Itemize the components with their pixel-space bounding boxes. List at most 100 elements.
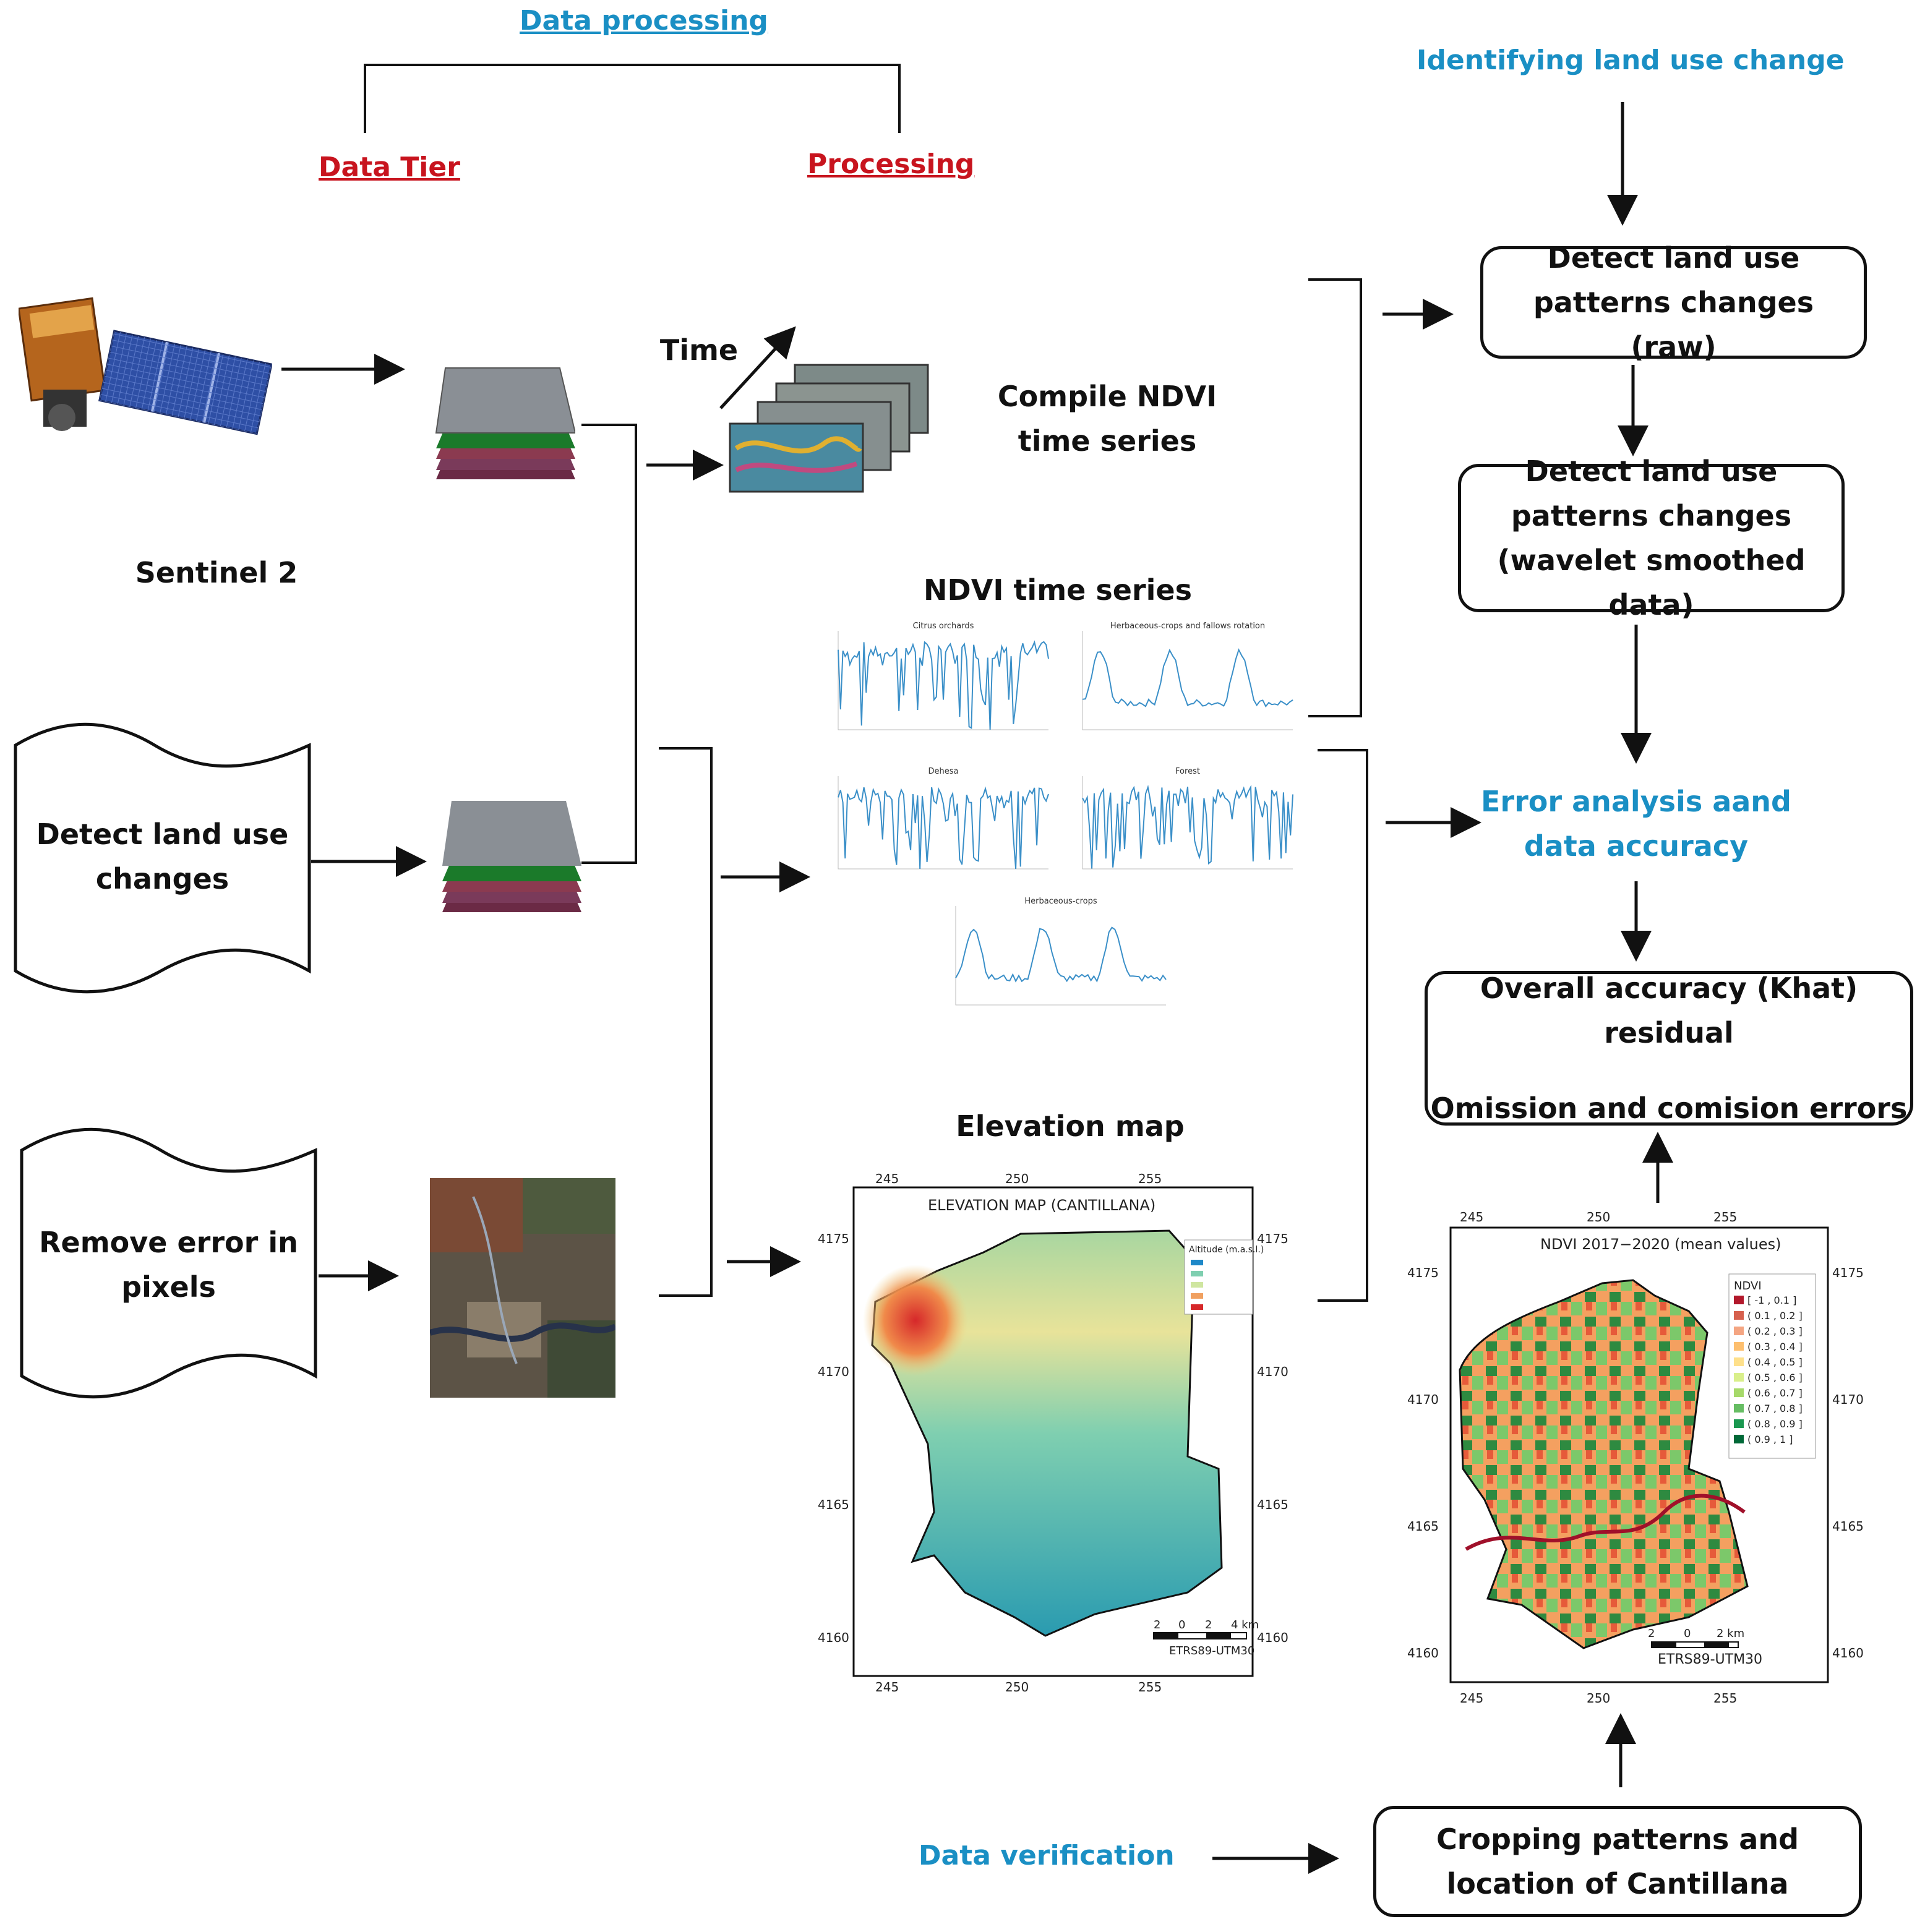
ndvi-legend-label: ( 0.2 , 0.3 ] <box>1747 1325 1803 1337</box>
ndvi-series-line <box>838 786 1049 870</box>
ndvi-legend-label: ( 0.7 , 0.8 ] <box>1747 1403 1803 1414</box>
elev-scale-tick-4: 4 km <box>1231 1618 1259 1631</box>
ndvi-legend-label: ( 0.4 , 0.5 ] <box>1747 1356 1803 1368</box>
accuracy-line-1: Overall accuracy (Khat) residual <box>1480 972 1858 1049</box>
stack-bracket <box>581 424 637 864</box>
ndvi-x-tick-bottom-1: 245 <box>1460 1691 1483 1706</box>
elev-x-tick-bottom-3: 255 <box>1138 1680 1162 1695</box>
elev-y-tick-left-3: 4165 <box>818 1497 849 1512</box>
time-label: Time <box>659 333 739 367</box>
elev-scale-tick-2: 0 <box>1178 1618 1185 1631</box>
ndvi-legend-label: ( 0.3 , 0.4 ] <box>1747 1341 1803 1353</box>
compile-bracket <box>1308 278 1362 717</box>
elev-y-tick-right-2: 4170 <box>1257 1364 1288 1379</box>
ndvi-x-tick-top-1: 245 <box>1460 1210 1483 1225</box>
elev-x-tick-top-1: 245 <box>875 1171 899 1186</box>
ndvi-panel-axes <box>1082 776 1293 870</box>
ndvi-legend-label: ( 0.5 , 0.6 ] <box>1747 1372 1803 1383</box>
ndvi-panel-axes <box>1082 631 1293 730</box>
header-identifying-land-use-change: Identifying land use change <box>1417 45 1845 76</box>
elevation-title: Elevation map <box>956 1109 1185 1143</box>
ndvi-legend-swatch <box>1734 1327 1744 1335</box>
image-bracket <box>659 747 713 1297</box>
ndvi-x-tick-bottom-2: 250 <box>1587 1691 1610 1706</box>
ndvi-y-tick-right-2: 4170 <box>1832 1392 1864 1407</box>
ndvi-panel-title: Herbaceous-crops and fallows rotation <box>1110 622 1265 631</box>
ndvi-legend: NDVI [ -1 , 0.1 ] ( 0.1 , 0.2 ] ( 0.2 , 0.… <box>1728 1273 1816 1459</box>
ndvi-series-line <box>955 926 1167 983</box>
satellite-label: Sentinel 2 <box>135 556 298 589</box>
ndvi-legend-swatch <box>1734 1342 1744 1351</box>
ndvi-series-line <box>1082 648 1293 708</box>
ndvi-y-tick-right-3: 4165 <box>1832 1519 1864 1534</box>
elev-y-tick-left-1: 4175 <box>818 1231 849 1246</box>
ndvi-y-tick-left-2: 4170 <box>1407 1392 1439 1407</box>
ndvi-legend-label: ( 0.8 , 0.9 ] <box>1747 1418 1803 1430</box>
ndvi-legend-label: ( 0.9 , 1 ] <box>1747 1434 1793 1445</box>
ndvi-scale-tick-2: 0 <box>1684 1627 1691 1640</box>
ndvi-panel-title: Dehesa <box>928 767 959 776</box>
ndvi-time-stack <box>729 364 929 493</box>
ndvi-panel-title: Herbaceous-crops <box>1024 897 1097 906</box>
ndvi-scale-tick-1: 2 <box>1648 1627 1655 1640</box>
ndvi-y-tick-right-4: 4160 <box>1832 1646 1864 1661</box>
ndvi-legend-swatch <box>1734 1296 1744 1304</box>
satellite-icon <box>19 297 272 435</box>
remove-error-text: Remove error in pixels <box>39 1226 298 1304</box>
ndvi-legend-swatch <box>1734 1311 1744 1320</box>
detect-raw-box: Detect land use patterns changes (raw) <box>1480 241 1867 364</box>
elev-scale-tick-3: 2 <box>1205 1618 1212 1631</box>
ndvi-x-tick-bottom-3: 255 <box>1713 1691 1737 1706</box>
ndvi-legend-title: NDVI <box>1734 1280 1762 1293</box>
ndvi-series-line <box>1082 784 1293 869</box>
header-data-processing: Data processing <box>520 5 768 36</box>
ndvi-series-line <box>838 640 1049 730</box>
detect-changes-text: Detect land use changes <box>36 818 289 895</box>
accuracy-box: Overall accuracy (Khat) residual Omissio… <box>1425 971 1913 1126</box>
data-processing-bracket <box>364 64 901 133</box>
elevation-bracket <box>1318 749 1368 1302</box>
ndvi-projection: ETRS89-UTM30 <box>1658 1652 1762 1667</box>
elev-scale-tick-1: 2 <box>1154 1618 1160 1631</box>
ndvi-legend-label: ( 0.6 , 0.7 ] <box>1747 1387 1803 1399</box>
ndvi-y-tick-left-4: 4160 <box>1407 1646 1439 1661</box>
elevation-map: ELEVATION MAP (CANTILLANA) 245 250 255 2… <box>818 1171 1288 1695</box>
ndvi-panel-axes <box>838 776 1048 870</box>
ndvi-scale-tick-3: 2 km <box>1717 1627 1744 1640</box>
ndvi-legend-label: ( 0.1 , 0.2 ] <box>1747 1310 1803 1322</box>
cropping-box: Cropping patterns and location of Cantil… <box>1373 1806 1862 1917</box>
ndvi-legend-swatch <box>1734 1435 1744 1443</box>
elev-x-tick-bottom-1: 245 <box>875 1680 899 1695</box>
remove-error-shape <box>20 1127 317 1399</box>
elev-y-tick-left-2: 4170 <box>818 1364 849 1379</box>
ndvi-legend-swatch <box>1734 1388 1744 1397</box>
sentinel-image <box>430 1178 615 1398</box>
elev-x-tick-top-2: 250 <box>1005 1171 1029 1186</box>
ndvi-y-tick-right-1: 4175 <box>1832 1265 1864 1280</box>
elevation-projection: ETRS89-UTM30 <box>1169 1644 1254 1657</box>
ndvi-legend-swatch <box>1734 1419 1744 1428</box>
elevation-map-title: ELEVATION MAP (CANTILLANA) <box>928 1197 1155 1214</box>
header-data-tier: Data Tier <box>319 152 460 183</box>
ndvi-legend-swatch <box>1734 1404 1744 1413</box>
ndvi-legend-swatch <box>1734 1357 1744 1366</box>
error-analysis-label: Error analysis aand data accuracy <box>1481 785 1791 863</box>
elev-x-tick-bottom-2: 250 <box>1005 1680 1029 1695</box>
ndvi-x-tick-top-2: 250 <box>1587 1210 1610 1225</box>
ndvi-legend-swatch <box>1734 1373 1744 1382</box>
header-data-verification: Data verification <box>919 1840 1175 1871</box>
ndvi-y-tick-left-1: 4175 <box>1407 1265 1439 1280</box>
image-stack-1 <box>435 367 575 479</box>
ndvi-panel-title: Citrus orchards <box>913 622 974 631</box>
ndvi-map-title: NDVI 2017−2020 (mean values) <box>1540 1236 1781 1253</box>
detect-wavelet-box: Detect land use patterns changes (wavele… <box>1458 455 1845 622</box>
elev-x-tick-top-3: 255 <box>1138 1171 1162 1186</box>
elev-y-tick-right-1: 4175 <box>1257 1231 1288 1246</box>
time-arrow <box>719 326 796 409</box>
ndvi-x-tick-top-3: 255 <box>1713 1210 1737 1225</box>
detect-changes-shape <box>14 722 311 994</box>
elev-y-tick-right-4: 4160 <box>1257 1630 1288 1645</box>
ndvi-legend-label: [ -1 , 0.1 ] <box>1747 1294 1796 1306</box>
elev-y-tick-left-4: 4160 <box>818 1630 849 1645</box>
